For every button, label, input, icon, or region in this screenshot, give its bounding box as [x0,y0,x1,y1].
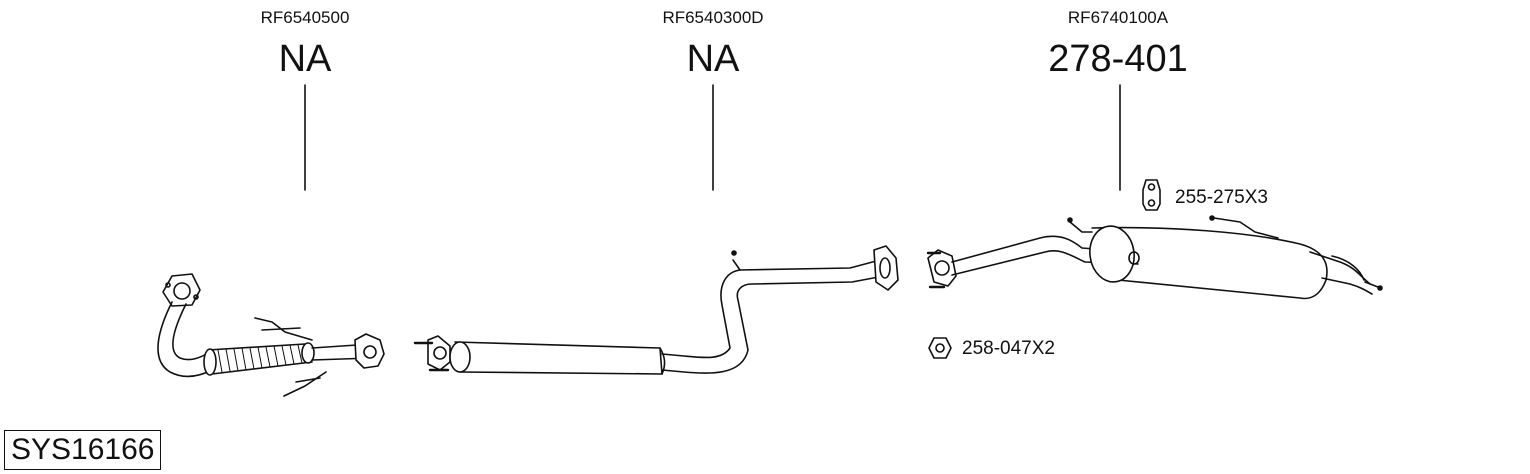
front-pipe-drawing [157,273,385,397]
part-ref-rear-silencer: RF6740100A [1067,8,1169,27]
rear-silencer-drawing [926,215,1383,300]
center-silencer-drawing [413,245,899,375]
part-ref-front-pipe: RF6540500 [260,8,350,27]
accessory-label-nut: 258-047X2 [962,338,1055,359]
part-code-rear-silencer: 278-401 [1048,38,1188,80]
system-id-box: SYS16166 [4,430,162,470]
part-ref-center-silencer: RF6540300D [662,8,764,27]
accessory-label-hanger: 255-275X3 [1175,187,1268,208]
part-code-front-pipe: NA [278,38,332,80]
rubber-hanger-icon [1142,179,1161,211]
part-code-center-silencer: NA [686,38,740,80]
hex-nut-icon [928,337,952,359]
